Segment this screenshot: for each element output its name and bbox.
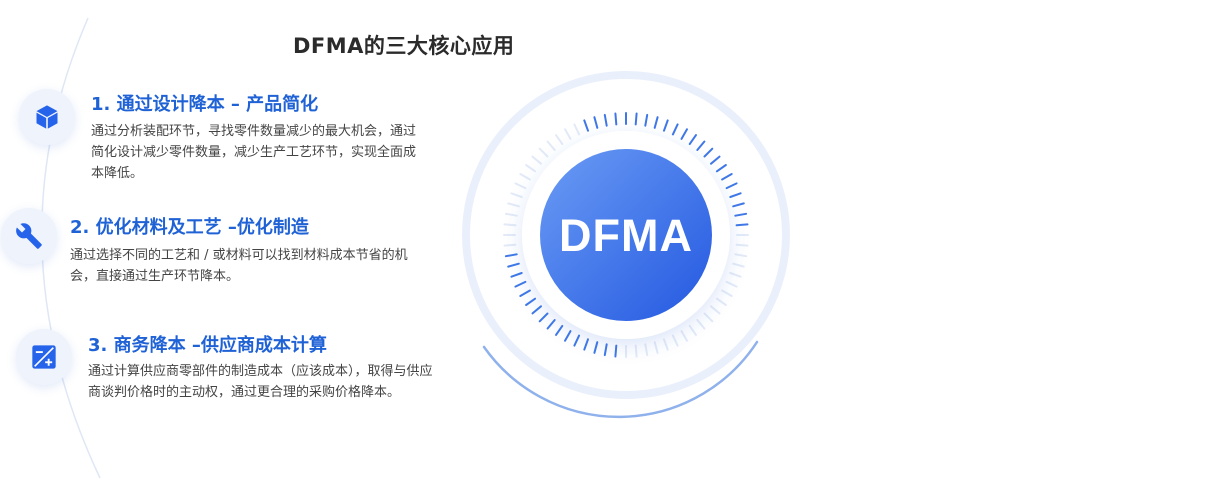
tick-mark <box>663 119 669 132</box>
tick-mark <box>510 192 523 198</box>
tick-mark <box>725 280 738 288</box>
tick-mark <box>503 223 517 227</box>
application-desc-1: 通过分析装配环节，寻找零件数量减少的最大机会，通过简化设计减少零件数量，减少生产… <box>91 124 417 181</box>
tick-mark <box>514 182 527 190</box>
tick-mark <box>634 344 638 358</box>
tick-mark <box>546 319 556 330</box>
tick-mark <box>703 312 714 323</box>
tick-mark <box>531 155 542 165</box>
dfma-hero-graphic: DFMA <box>458 60 818 420</box>
tick-mark <box>593 116 599 129</box>
dfma-center-label: DFMA <box>559 209 693 261</box>
application-title-3: 3. 商务降本 –供应商成本计算 <box>88 335 327 356</box>
tick-mark <box>671 334 679 347</box>
tick-mark <box>653 116 659 129</box>
tick-mark <box>735 223 749 227</box>
tick-mark <box>564 128 572 140</box>
tick-mark <box>583 338 589 351</box>
tick-mark <box>696 319 706 330</box>
tick-mark <box>644 113 649 127</box>
outer-ring <box>462 71 790 399</box>
tick-mark <box>614 344 618 358</box>
tick-mark <box>729 272 742 278</box>
tick-mark <box>653 341 659 354</box>
tick-mark <box>614 112 618 126</box>
tick-mark <box>507 202 520 208</box>
tick-mark <box>519 173 531 181</box>
tick-mark <box>680 330 688 342</box>
tick-mark <box>663 338 669 351</box>
tick-mark <box>519 289 531 297</box>
tick-mark <box>514 280 527 288</box>
accent-arc <box>482 340 759 419</box>
tick-mark <box>538 312 549 323</box>
tick-mark <box>703 147 714 158</box>
tick-mark <box>734 253 748 258</box>
tick-mark <box>715 297 727 306</box>
tick-mark <box>555 324 564 336</box>
tick-mark <box>603 343 608 357</box>
page-title: DFMA的三大核心应用 <box>293 34 515 58</box>
tick-mark <box>688 134 697 146</box>
tick-mark <box>721 173 733 181</box>
tick-mark <box>732 262 745 268</box>
tick-mark <box>644 343 649 357</box>
tick-mark <box>507 262 520 268</box>
tick-mark <box>671 123 679 136</box>
tick-mark <box>546 140 556 151</box>
application-title-1: 1. 通过设计降本 – 产品简化 <box>91 94 319 115</box>
tick-mark <box>573 334 581 347</box>
tick-mark <box>634 112 638 126</box>
tick-mark <box>688 324 697 336</box>
tick-mark <box>680 128 688 140</box>
dfma-core-circle <box>540 149 712 321</box>
tick-mark <box>603 113 608 127</box>
tick-mark <box>525 297 537 306</box>
tick-mark <box>564 330 572 342</box>
tick-mark <box>735 243 749 247</box>
tick-mark <box>734 212 748 217</box>
tick-mark <box>715 164 727 173</box>
tick-mark <box>583 119 589 132</box>
cube-icon <box>19 89 75 145</box>
tick-ring <box>503 112 749 358</box>
wrench-icon <box>1 208 57 264</box>
tick-mark <box>710 305 721 315</box>
calculator-icon <box>16 329 72 385</box>
application-desc-3: 通过计算供应商零部件的制造成本（应该成本），取得与供应商谈判价格时的主动权，通过… <box>88 364 433 400</box>
tick-mark <box>593 341 599 354</box>
tick-mark <box>510 272 523 278</box>
tick-mark <box>710 155 721 165</box>
tick-mark <box>503 243 517 247</box>
tick-mark <box>573 123 581 136</box>
tick-mark <box>504 212 518 217</box>
application-desc-2: 通过选择不同的工艺和 / 或材料可以找到材料成本节省的机会，直接通过生产环节降本… <box>70 248 408 284</box>
tick-mark <box>525 164 537 173</box>
application-title-2: 2. 优化材料及工艺 –优化制造 <box>70 217 309 238</box>
tick-mark <box>696 140 706 151</box>
tick-mark <box>732 202 745 208</box>
tick-mark <box>504 253 518 258</box>
tick-mark <box>725 182 738 190</box>
tick-mark <box>555 134 564 146</box>
tick-mark <box>538 147 549 158</box>
tick-mark <box>729 192 742 198</box>
tick-mark <box>721 289 733 297</box>
tick-mark <box>531 305 542 315</box>
